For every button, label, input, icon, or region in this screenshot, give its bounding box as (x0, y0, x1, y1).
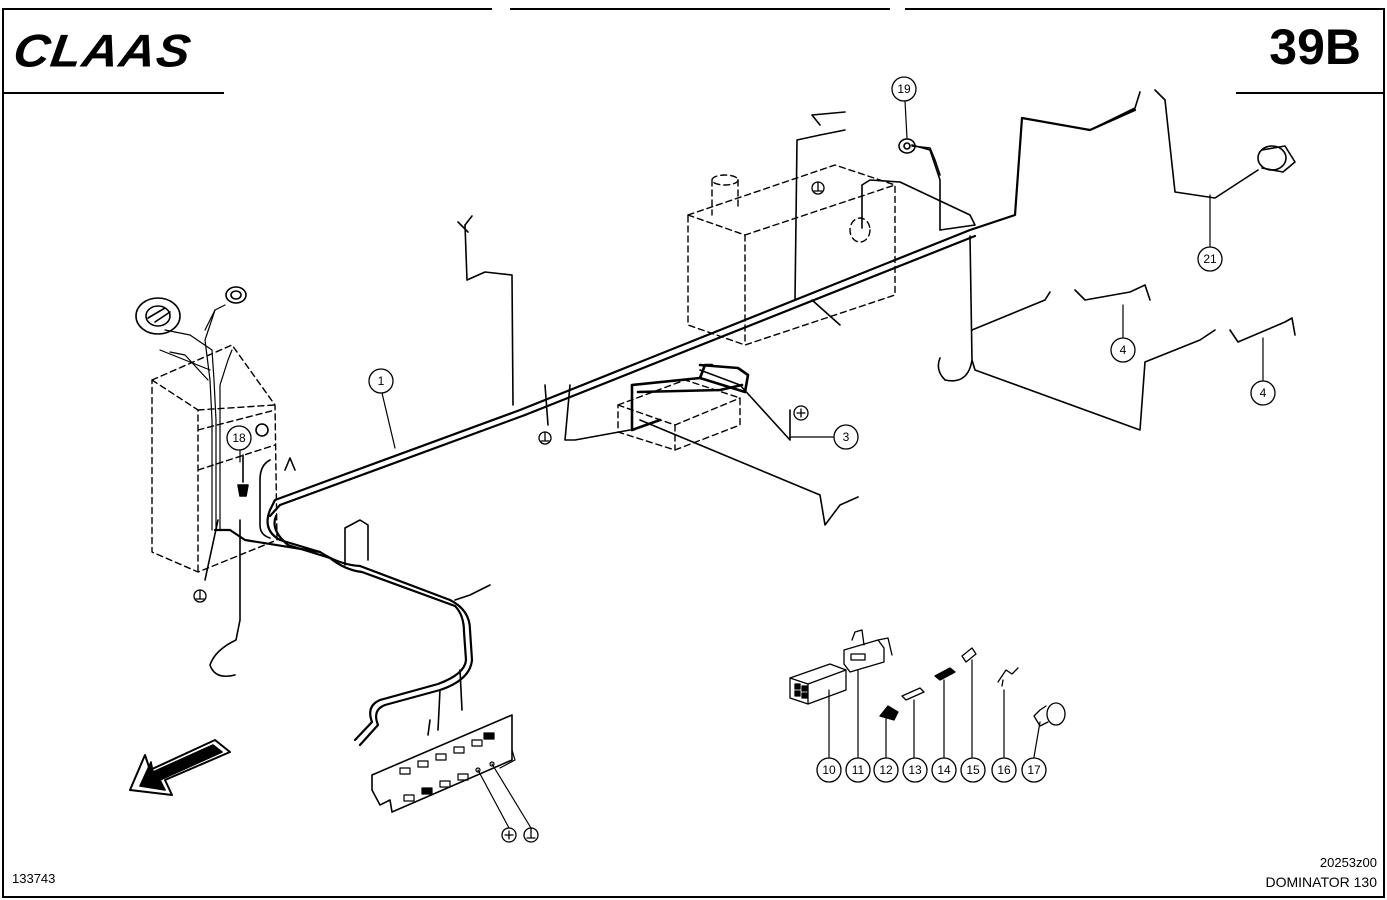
connector-19 (898, 138, 941, 176)
model-name: DOMINATOR 130 (1265, 874, 1377, 890)
svg-text:21: 21 (1203, 252, 1217, 266)
callout-4a: 4 (1110, 337, 1136, 363)
frame-left (2, 8, 4, 898)
battery-cables (630, 363, 750, 432)
callout-16: 16 (991, 757, 1017, 783)
svg-text:19: 19 (897, 82, 911, 96)
callout-15: 15 (960, 757, 986, 783)
right-sensor (1257, 145, 1296, 173)
callout-circles: 1 3 4 4 10 11 12 13 14 15 16 17 18 19 21 (226, 76, 1276, 783)
left-connector-small (225, 286, 247, 304)
connector-parts (789, 629, 1066, 727)
callout-19: 19 (891, 76, 917, 102)
callout-13: 13 (902, 757, 928, 783)
component-18 (237, 423, 269, 497)
callout-14: 14 (931, 757, 957, 783)
svg-text:12: 12 (879, 763, 893, 777)
svg-text:13: 13 (908, 763, 922, 777)
svg-text:10: 10 (822, 763, 836, 777)
callout-1: 1 (368, 368, 394, 394)
left-wire-bundle (159, 304, 233, 531)
callout-21: 21 (1197, 246, 1223, 272)
drawing-ref-right: 20253z00 (1319, 855, 1377, 870)
svg-text:3: 3 (843, 430, 850, 444)
fuse-board (371, 714, 516, 813)
frame-top-left (2, 8, 492, 10)
svg-text:15: 15 (966, 763, 980, 777)
header-rule-right (1236, 92, 1385, 94)
drawing-ref-left: 133743 (12, 871, 56, 886)
frame-top-right (905, 8, 1385, 10)
callout-18: 18 (226, 425, 252, 451)
svg-text:18: 18 (232, 431, 246, 445)
svg-text:14: 14 (937, 763, 951, 777)
callout-17: 17 (1021, 757, 1047, 783)
svg-text:11: 11 (852, 763, 865, 777)
harness-branches (204, 89, 1296, 736)
callout-4b: 4 (1250, 380, 1276, 406)
frame-right (1383, 8, 1385, 898)
callout-11: 11 (845, 757, 871, 783)
svg-text:4: 4 (1120, 343, 1127, 357)
direction-arrow (129, 739, 231, 796)
callout-12: 12 (873, 757, 899, 783)
svg-text:16: 16 (997, 763, 1011, 777)
ground-symbols (193, 181, 825, 843)
page-number: 39B (1269, 19, 1361, 75)
left-gauge (135, 297, 181, 335)
frame-bottom (2, 896, 1385, 898)
svg-text:1: 1 (378, 374, 385, 388)
callout-leaders (239, 100, 1264, 829)
frame-top-mid (510, 8, 890, 10)
svg-text:17: 17 (1027, 763, 1041, 777)
callout-10: 10 (816, 757, 842, 783)
callout-3: 3 (833, 424, 859, 450)
left-control-box (151, 344, 278, 573)
fuel-tank-outline (687, 164, 896, 346)
header-rule-left (2, 92, 224, 94)
svg-text:4: 4 (1260, 386, 1267, 400)
